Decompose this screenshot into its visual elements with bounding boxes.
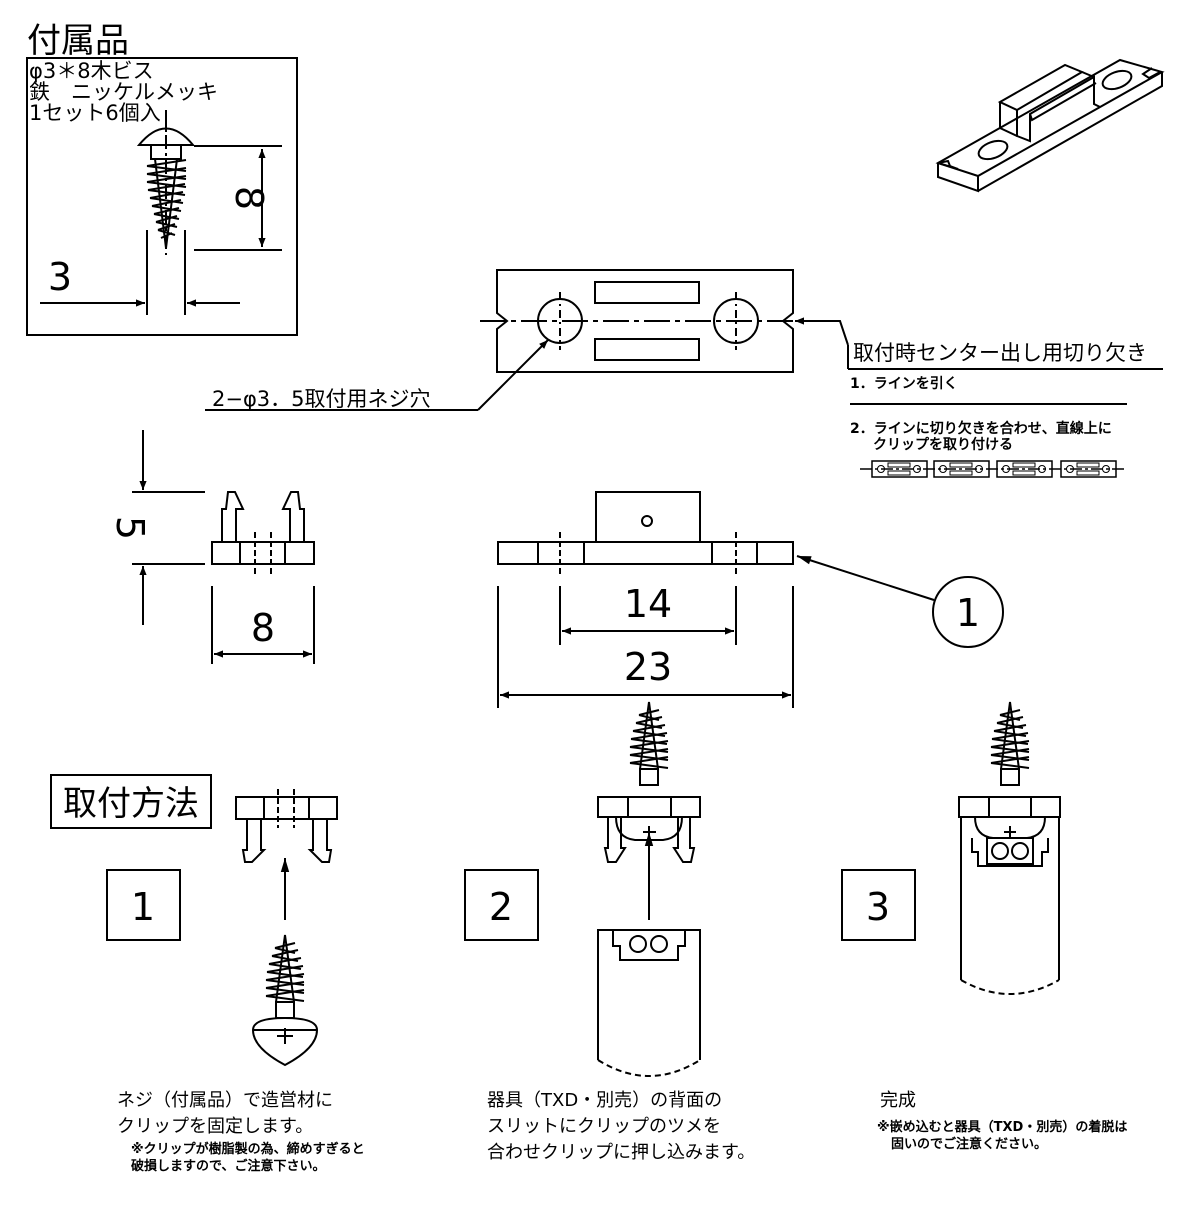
clip-front-view (497, 491, 794, 574)
hole-pitch-dimension: 14 (559, 582, 737, 645)
step-2-line-1: 器具（TXD・別売）の背面の (487, 1090, 722, 1111)
accessory-length-value: 8 (227, 186, 271, 210)
aligned-clips-illustration (860, 460, 1126, 478)
accessory-frame (26, 57, 298, 336)
step-1: 1 ネジ（付属品）で造営材に クリップを固定します。 ※クリップが樹脂製の為、締… (106, 789, 365, 1174)
step-2-line-2: スリットにクリップのツメを (487, 1116, 721, 1137)
step-2: 2 器具（TXD・別売）の背面の スリットにクリップのツメを 合わせクリップに押… (464, 701, 755, 1163)
height-dimension: 5 (108, 430, 205, 625)
notch-note-2b: クリップを取り付ける (873, 436, 1013, 453)
accessory-spec-material: 鉄 ニッケルメッキ (29, 80, 218, 104)
step-1-line-2: クリップを固定します。 (117, 1116, 313, 1137)
accessory-spec-quantity: 1セット6個入 (29, 101, 161, 125)
step-3-note-1: ※嵌め込むと器具（TXD・別売）の着脱は (877, 1119, 1127, 1135)
step-3: 3 完成 ※嵌め込むと器具（TXD・別売）の着脱は 固いのでご注意ください。 (841, 701, 1127, 1152)
step-1-number: 1 (131, 885, 155, 929)
accessory-spec-size: φ3＊8木ビス (29, 59, 154, 83)
width-value: 8 (251, 606, 275, 650)
mount-hole-label: 2−φ3．5取付用ネジ穴 (212, 387, 431, 411)
total-length-value: 23 (624, 645, 672, 689)
accessory-diameter-value: 3 (48, 255, 72, 299)
step-1-note-1: ※クリップが樹脂製の為、締めすぎると (131, 1141, 365, 1157)
clip-side-view (211, 491, 315, 574)
step-3-line-1: 完成 (880, 1090, 916, 1111)
method-title: 取付方法 (63, 784, 199, 824)
step-3-note-2: 固いのでご注意ください。 (891, 1136, 1047, 1152)
method-title-frame (50, 774, 212, 829)
wood-screw-drawing (136, 110, 196, 255)
total-length-dimension: 23 (497, 586, 794, 708)
clip-top-view (480, 269, 810, 373)
mount-hole-callout: 2−φ3．5取付用ネジ穴 (205, 339, 549, 411)
installation-method: 取付方法 1 ネジ（付属品）で造営材に クリップを固定します。 (50, 701, 1127, 1174)
step-2-number: 2 (489, 885, 513, 929)
notch-note-2a: 2．ラインに切り欠きを合わせ、直線上に (850, 420, 1112, 437)
step-1-note-2: 破損しますので、ご注意下さい。 (131, 1158, 325, 1174)
notch-note-1: 1．ラインを引く (850, 376, 958, 392)
width-dimension: 8 (211, 586, 315, 664)
accessory-title: 付属品 (27, 21, 129, 61)
center-notch-label: 取付時センター出し用切り欠き (853, 341, 1147, 365)
part-number-callout: 1 (796, 555, 1004, 648)
center-notch-callout: 取付時センター出し用切り欠き 1．ラインを引く 2．ラインに切り欠きを合わせ、直… (795, 317, 1163, 478)
step-2-line-3: 合わせクリップに押し込みます。 (487, 1142, 755, 1163)
part-number: 1 (956, 591, 980, 635)
hole-pitch-value: 14 (624, 582, 672, 626)
step-1-line-1: ネジ（付属品）で造営材に (117, 1090, 333, 1111)
height-value: 5 (108, 516, 152, 540)
accessory-box: 付属品 φ3＊8木ビス 鉄 ニッケルメッキ 1セット6個入 8 3 (26, 21, 298, 336)
step-3-number: 3 (866, 885, 890, 929)
clip-isometric-view (935, 58, 1165, 193)
